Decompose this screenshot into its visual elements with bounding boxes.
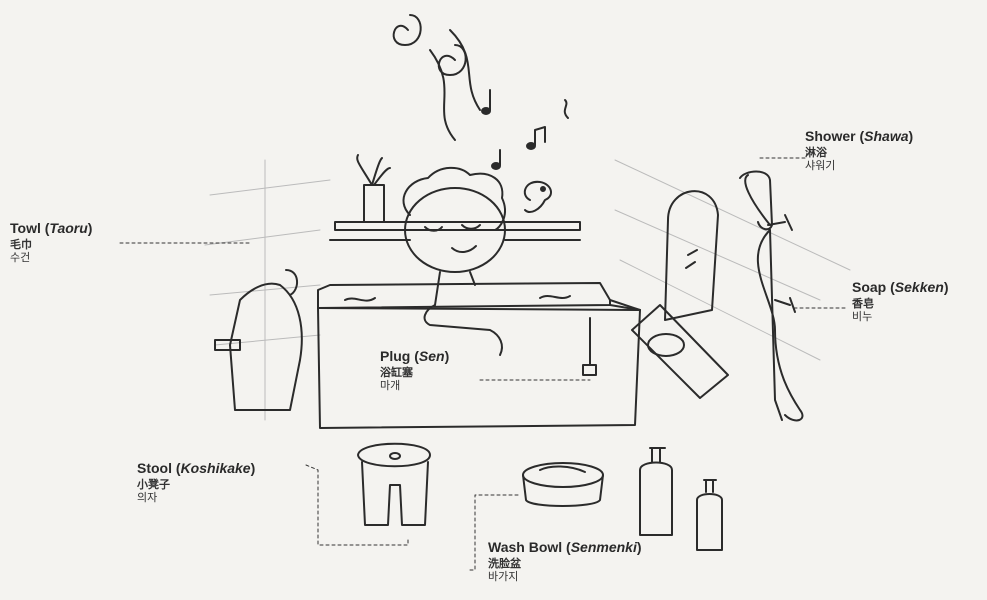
- rubber-duck-icon: [525, 182, 551, 212]
- soap-label: Soap (Sekken) 香皂 비누: [852, 279, 949, 324]
- soap-label-ko: 비누: [852, 310, 949, 324]
- mirror-icon: [665, 191, 718, 320]
- soap-label-en: Soap (Sekken): [852, 279, 949, 297]
- plug-label-ja: 浴缸塞: [380, 366, 449, 380]
- music-notes-icon: [482, 90, 568, 169]
- steam-icon: [394, 15, 480, 140]
- plug-label-ko: 마개: [380, 379, 449, 393]
- shower-icon: [740, 172, 802, 421]
- shower-label-ko: 샤워기: [805, 159, 913, 173]
- stool-icon: [358, 444, 430, 525]
- towel-label-en: Towl (Taoru): [10, 220, 92, 238]
- shelf-with-plant: [335, 155, 580, 230]
- stool-label-ko: 의자: [137, 491, 255, 505]
- washbowl-label: Wash Bowl (Senmenki) 洗脸盆 바가지: [488, 539, 642, 584]
- soap-dish-icon: [632, 305, 728, 398]
- towel-label-ko: 수건: [10, 251, 92, 265]
- stool-label-en: Stool (Koshikake): [137, 460, 255, 478]
- bathing-person: [330, 168, 580, 355]
- shower-label-en: Shower (Shawa): [805, 128, 913, 146]
- wash-bowl-icon: [523, 463, 603, 506]
- washbowl-label-ko: 바가지: [488, 570, 642, 584]
- shower-label: Shower (Shawa) 淋浴 샤워기: [805, 128, 913, 173]
- washbowl-label-en: Wash Bowl (Senmenki): [488, 539, 642, 557]
- stool-label: Stool (Koshikake) 小凳子 의자: [137, 460, 255, 505]
- shower-label-ja: 淋浴: [805, 146, 913, 160]
- plug-label-en: Plug (Sen): [380, 348, 449, 366]
- stool-label-ja: 小凳子: [137, 478, 255, 492]
- washbowl-label-ja: 洗脸盆: [488, 557, 642, 571]
- soap-label-ja: 香皂: [852, 297, 949, 311]
- towel-label: Towl (Taoru) 毛巾 수건: [10, 220, 92, 265]
- bathtub: [318, 283, 640, 428]
- leader-lines: [120, 158, 845, 570]
- plug-label: Plug (Sen) 浴缸塞 마개: [380, 348, 449, 393]
- shampoo-bottles-icon: [640, 448, 722, 550]
- towel-label-ja: 毛巾: [10, 238, 92, 252]
